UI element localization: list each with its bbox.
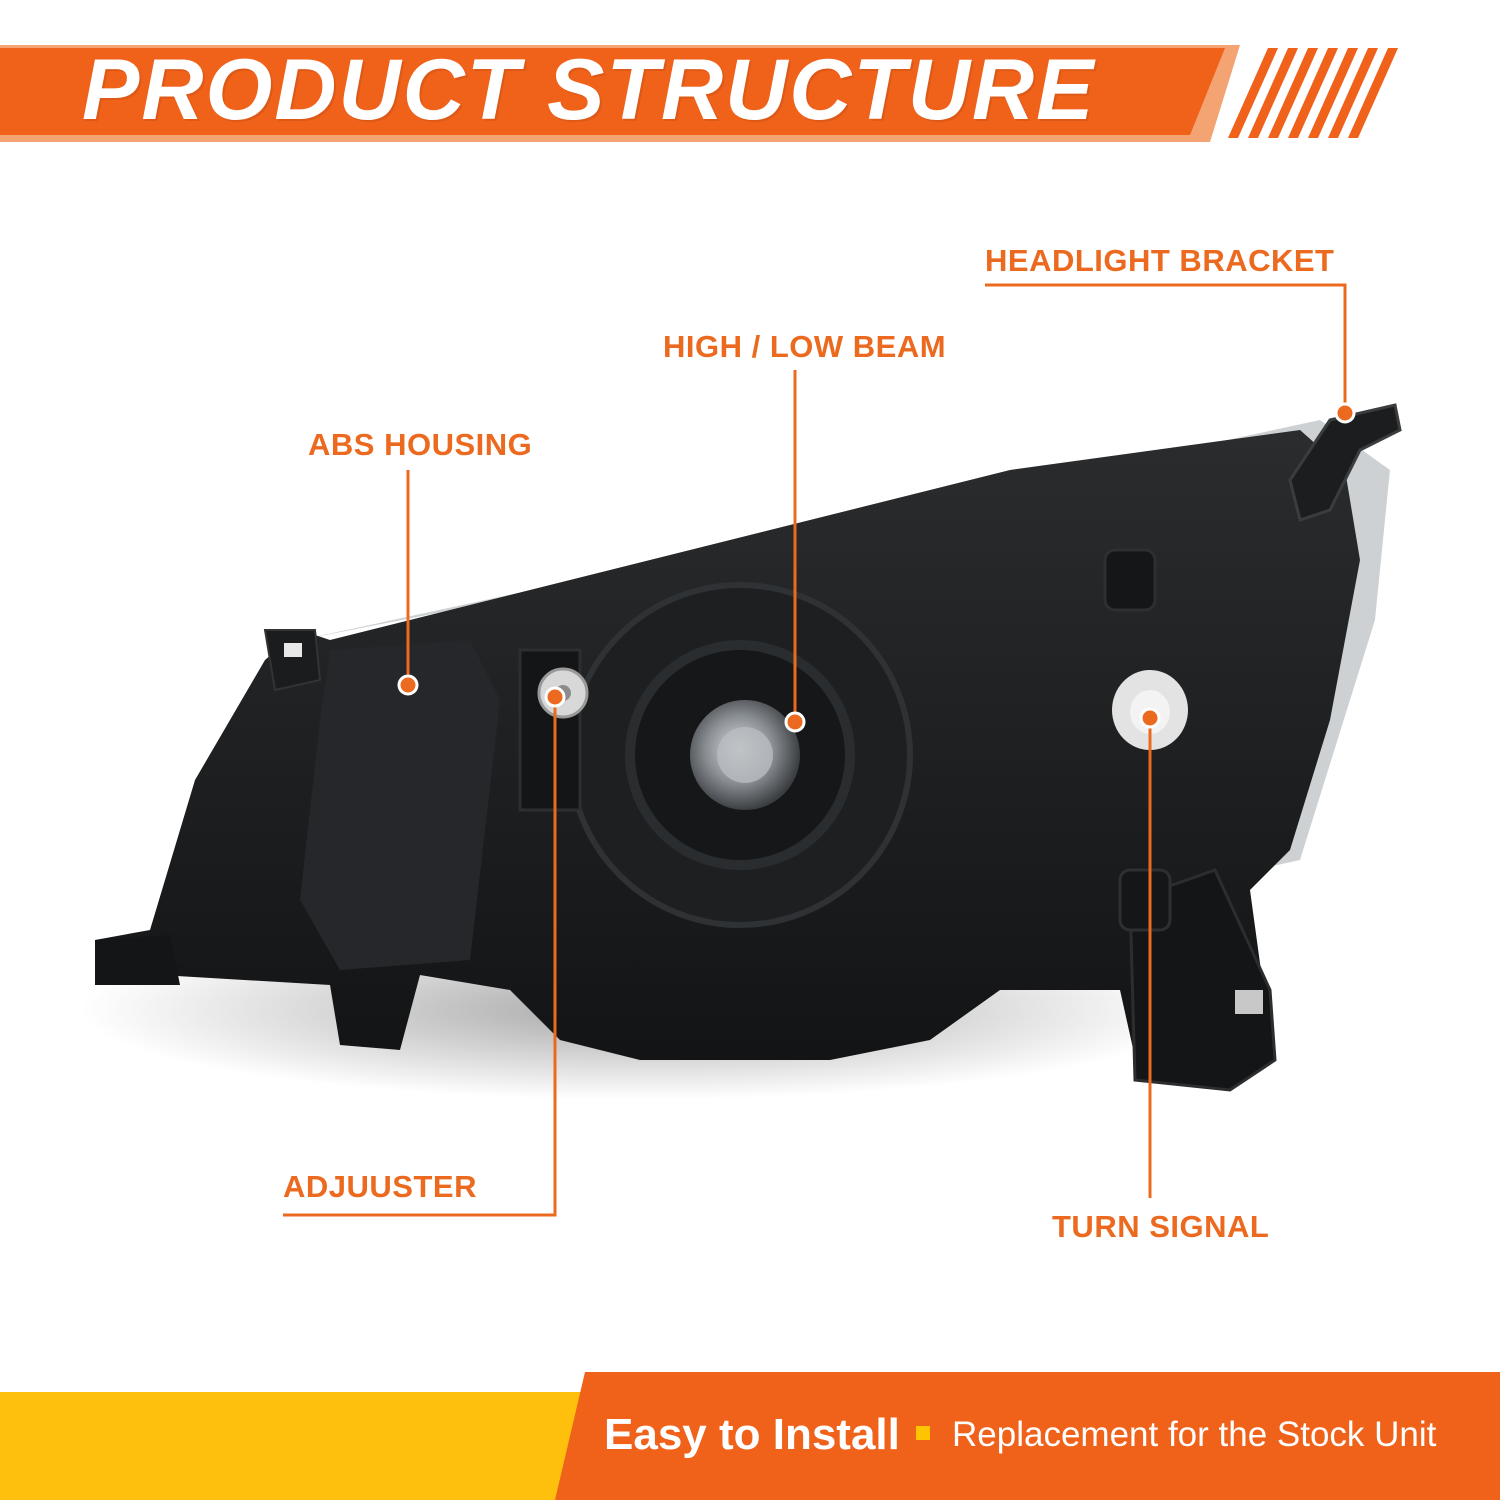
footer-sub-text: Replacement for the Stock Unit <box>952 1415 1437 1454</box>
label-abs-housing: ABS HOUSING <box>308 427 533 462</box>
footer-orange-band <box>555 1372 1500 1500</box>
header-banner <box>0 45 1398 142</box>
dot-high-low-beam <box>784 711 806 733</box>
left-mount-tab <box>263 629 322 692</box>
footer-banner <box>0 1372 1500 1500</box>
footer-bullet-icon <box>916 1426 930 1440</box>
label-turn-signal: TURN SIGNAL <box>1052 1209 1270 1244</box>
dot-abs-housing <box>397 674 419 696</box>
label-adjuster: ADJUUSTER <box>283 1169 477 1204</box>
bottom-left-tab <box>95 935 180 985</box>
leader-headlight-bracket <box>985 283 1347 410</box>
footer-yellow-band <box>0 1392 600 1500</box>
headlight-assembly <box>80 403 1402 1100</box>
footer-main-text: Easy to Install <box>604 1410 900 1459</box>
leader-lines <box>283 283 1347 1217</box>
leader-adjuster <box>283 697 557 1217</box>
dot-adjuster <box>544 686 566 708</box>
left-panel <box>300 640 500 970</box>
banner-orange-band <box>0 48 1225 135</box>
label-high-low-beam: HIGH / LOW BEAM <box>663 329 947 364</box>
dot-headlight-bracket <box>1334 402 1356 424</box>
leader-dots <box>397 402 1356 733</box>
label-headlight-bracket: HEADLIGHT BRACKET <box>985 243 1335 278</box>
dot-turn-signal <box>1139 707 1161 729</box>
banner-stripes-icon <box>1228 48 1398 138</box>
page-title: PRODUCT STRUCTURE <box>82 42 1096 138</box>
